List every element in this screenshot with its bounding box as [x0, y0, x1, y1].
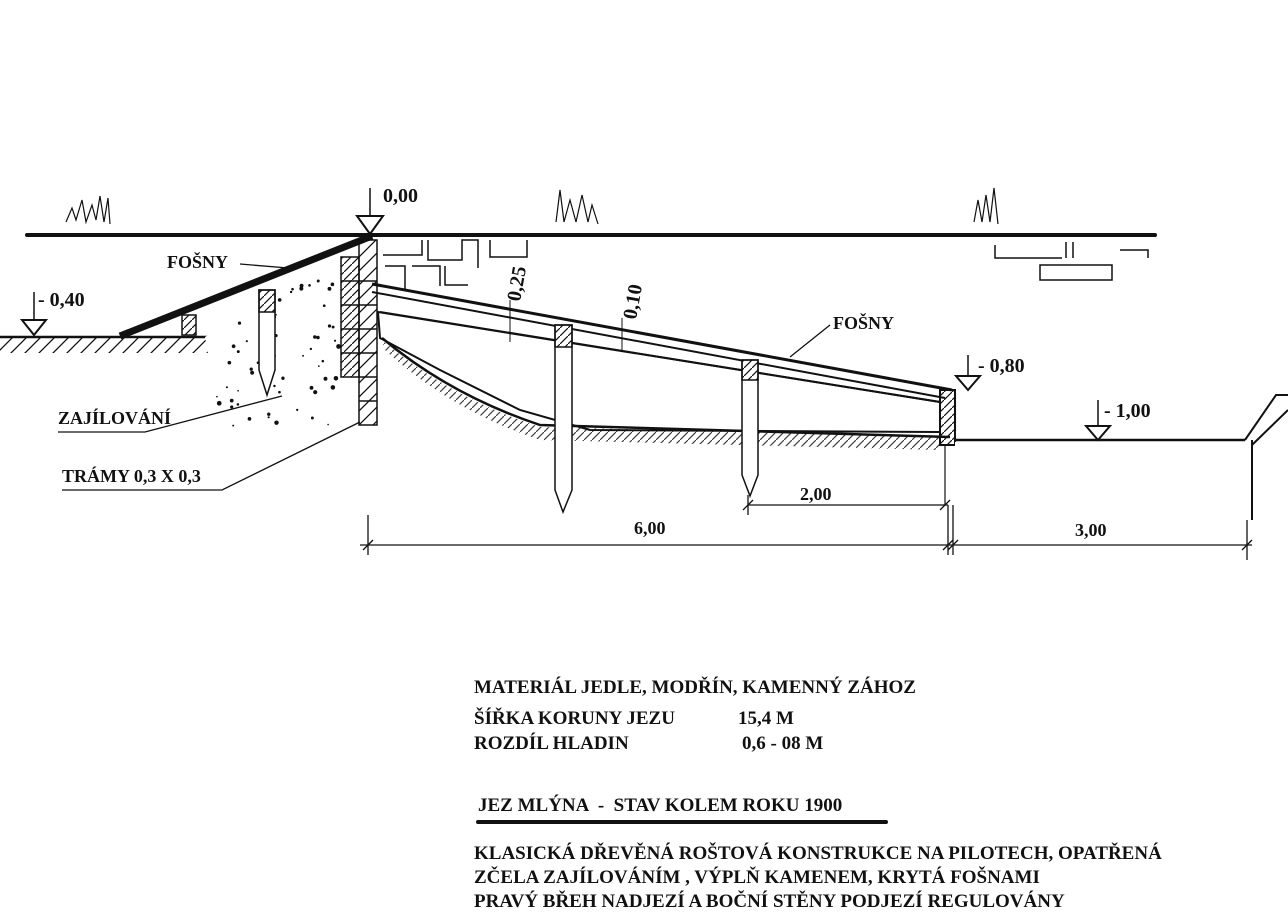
crest-width-label: ŠÍŘKA KORUNY JEZU	[474, 708, 675, 729]
clay-dot	[330, 282, 335, 287]
clay-dot	[333, 376, 339, 381]
clay-dot	[309, 385, 314, 390]
level-diff-value: 0,6 - 08 M	[742, 733, 824, 754]
clay-dot	[313, 390, 318, 395]
dimension-riprap: 3,00	[1075, 520, 1107, 540]
level-crest-label: 0,00	[383, 185, 418, 207]
clay-dot	[278, 390, 281, 394]
level-diff-label: ROZDÍL HLADIN	[474, 733, 629, 754]
dimension-pile-spacing: 2,00	[800, 484, 832, 504]
clay-dot	[236, 403, 240, 406]
dimension-lines	[360, 495, 1253, 560]
clay-dot	[323, 376, 328, 381]
clay-dot	[322, 304, 326, 308]
clay-dot	[230, 405, 234, 409]
clay-dot	[236, 350, 240, 354]
clay-dot	[309, 347, 313, 351]
level-marker-downstream	[953, 355, 983, 392]
clay-dot	[247, 417, 252, 421]
level-marker-riverbed	[1083, 400, 1113, 442]
crest-width-value: 15,4 M	[738, 708, 794, 729]
clay-dot	[327, 324, 332, 328]
planks-label-right: FOŠNY	[833, 312, 894, 333]
clay-dot	[327, 286, 332, 291]
thickness-label-a: 0,25	[503, 265, 531, 303]
planks-label-left: FOŠNY	[167, 251, 228, 272]
clay-dot	[321, 359, 325, 363]
level-riverbed-label: - 1,00	[1104, 400, 1151, 422]
clay-dot	[273, 384, 276, 388]
level-upstream-label: - 0,40	[38, 289, 85, 311]
clay-dot	[250, 370, 255, 375]
clay-dot	[232, 424, 235, 427]
clay-dot	[227, 360, 232, 365]
pile-2	[741, 359, 759, 499]
clay-dot	[289, 290, 293, 294]
level-marker-crest	[355, 188, 385, 236]
clay-dot	[299, 286, 304, 291]
pile-upstream	[258, 289, 276, 398]
clay-dot	[291, 287, 294, 291]
beam-column	[340, 239, 378, 426]
clay-dot	[237, 389, 239, 392]
clay-dot	[216, 395, 218, 398]
clay-dot	[336, 344, 341, 349]
clay-dot	[249, 367, 253, 371]
upstream-planks	[118, 232, 374, 340]
clay-dot	[310, 416, 314, 420]
beams-label: TRÁMY 0,3 X 0,3	[62, 465, 201, 486]
end-beam	[939, 389, 956, 446]
clay-dot	[331, 325, 335, 329]
clay-dot	[333, 339, 337, 342]
clay-dot	[277, 298, 282, 302]
clay-dot	[274, 420, 279, 425]
description-line-3: PRAVÝ BŘEH NADJEZÍ A BOČNÍ STĚNY PODJEZÍ…	[474, 891, 1065, 912]
grass-icon	[65, 187, 999, 225]
clay-dot	[237, 321, 242, 325]
clay-dot	[302, 354, 305, 357]
clay-dot	[267, 412, 271, 416]
level-downstream-label: - 0,80	[978, 355, 1025, 377]
masonry-blocks	[383, 239, 1149, 290]
clay-dot	[231, 344, 236, 349]
upstream-ground-hatch	[0, 337, 210, 353]
clay-dot	[281, 376, 285, 380]
level-marker-upstream	[19, 292, 49, 337]
clay-dot	[316, 335, 320, 340]
foundation-ground	[381, 337, 951, 439]
clay-dot	[296, 408, 299, 411]
clay-dot	[245, 340, 248, 343]
pile-1	[554, 324, 573, 515]
clay-dot	[330, 385, 336, 390]
clay-dot	[327, 423, 329, 426]
description-line-2: ZČELA ZAJÍLOVÁNÍM , VÝPLŇ KAMENEM, KRYTÁ…	[474, 867, 1040, 888]
clay-dot	[229, 398, 234, 403]
clay-dot	[299, 283, 304, 288]
description-line-1: KLASICKÁ DŘEVĚNÁ ROŠTOVÁ KONSTRUKCE NA P…	[474, 843, 1162, 864]
clay-dot	[313, 335, 317, 339]
clay-label: ZAJÍLOVÁNÍ	[58, 407, 171, 428]
downstream-planks	[371, 282, 953, 392]
drawing-title: JEZ MLÝNA - STAV KOLEM ROKU 1900	[478, 795, 843, 816]
dimension-total: 6,00	[634, 518, 666, 538]
clay-dot	[318, 365, 320, 367]
clay-dot	[225, 386, 228, 389]
material-note: MATERIÁL JEDLE, MODŘÍN, KAMENNÝ ZÁHOZ	[474, 677, 916, 698]
clay-dot	[216, 400, 222, 406]
clay-dot	[308, 284, 311, 287]
right-bank	[1244, 394, 1288, 520]
thickness-label-b: 0,10	[619, 283, 647, 321]
clay-dot	[267, 416, 270, 419]
clay-dot	[316, 279, 320, 283]
